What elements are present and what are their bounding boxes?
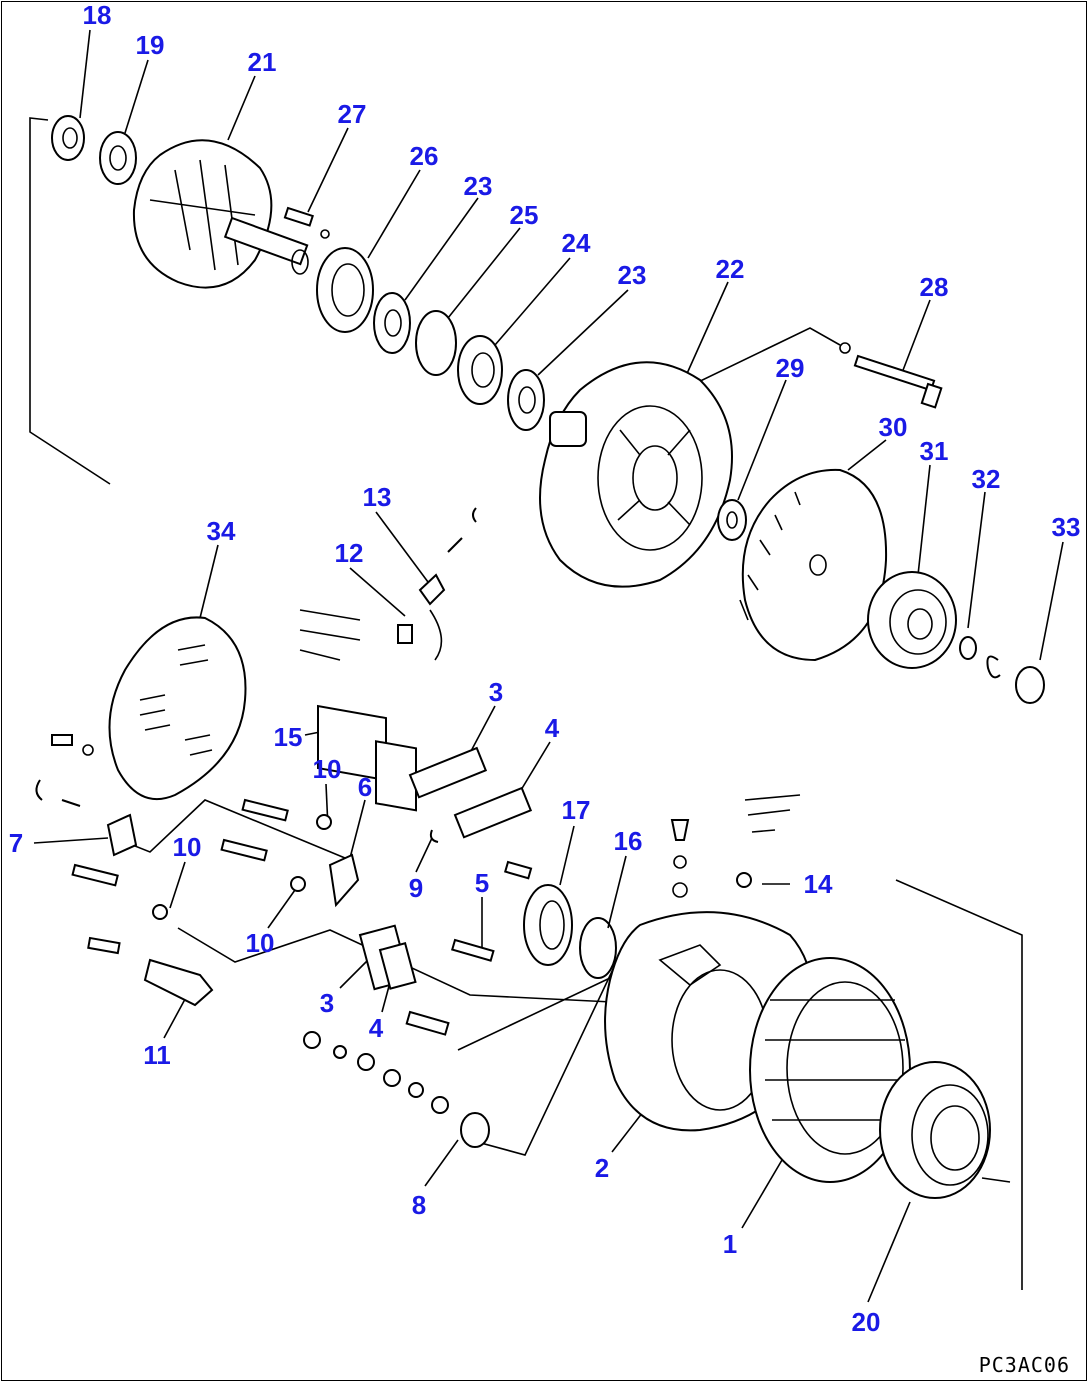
callout-2: 2 (595, 1153, 609, 1183)
callout-10-middle: 10 (173, 832, 202, 862)
part-12-screw (397, 609, 443, 661)
part-19-collar (99, 131, 137, 185)
callout-19: 19 (136, 30, 165, 60)
part-7-clip (35, 779, 138, 857)
part-11-terminal-bolt (87, 936, 214, 1007)
callout-18: 18 (83, 0, 112, 30)
part-21-rotor (132, 139, 309, 289)
part-3-diode-holder-a (408, 746, 488, 799)
callout-20: 20 (852, 1307, 881, 1337)
callout-10-bottom: 10 (246, 928, 275, 958)
callout-34: 34 (207, 516, 236, 546)
callout-28: 28 (920, 272, 949, 302)
drawing-code: PC3AC06 (979, 1353, 1070, 1377)
part-14-bolt-set (670, 794, 801, 898)
callout-21: 21 (248, 47, 277, 77)
callout-23-lower: 23 (618, 260, 647, 290)
callout-4-upper: 4 (545, 713, 560, 743)
part-27-bolt (283, 206, 330, 239)
callout-26: 26 (410, 141, 439, 171)
part-32-spring-washer (986, 655, 1001, 679)
part-32-washer (959, 636, 977, 660)
callout-29: 29 (776, 353, 805, 383)
part-28-bolt (839, 342, 943, 409)
part-20-pulley (879, 1061, 991, 1199)
callout-11: 11 (143, 1040, 171, 1070)
part-24-bearing (457, 335, 503, 405)
part-31-pulley (867, 571, 957, 669)
callout-22: 22 (716, 254, 745, 284)
part-25-o-ring (415, 310, 457, 376)
callouts: 18 19 21 27 26 23 25 24 23 22 28 29 30 3… (9, 0, 1081, 1337)
part-26-bearing (316, 247, 374, 333)
callout-30: 30 (879, 412, 908, 442)
part-8-washer-set (303, 1010, 490, 1148)
part-29-washer (717, 499, 747, 541)
callout-33: 33 (1052, 512, 1081, 542)
part-23-bearing-a (373, 292, 411, 354)
leader-lines (33, 29, 1064, 1303)
callout-1: 1 (723, 1229, 737, 1259)
callout-12: 12 (335, 538, 364, 568)
part-4-diode-holder-a (453, 786, 533, 839)
callout-23-upper: 23 (464, 171, 493, 201)
callout-9: 9 (409, 873, 423, 903)
callout-4-lower: 4 (369, 1013, 384, 1043)
assembly-lines (29, 117, 1023, 1290)
part-15-regulator (299, 609, 417, 812)
callout-17: 17 (562, 795, 591, 825)
callout-24: 24 (562, 228, 591, 258)
callout-8: 8 (412, 1190, 426, 1220)
part-6-bracket (328, 853, 360, 908)
part-18-nut (51, 115, 85, 161)
callout-27: 27 (338, 99, 367, 129)
callout-32: 32 (972, 464, 1001, 494)
part-23-bearing-b (507, 369, 545, 431)
part-34-cover (51, 616, 247, 800)
callout-3-upper: 3 (489, 677, 503, 707)
callout-16: 16 (614, 826, 643, 856)
part-17-seal (504, 860, 573, 966)
callout-7: 7 (9, 828, 23, 858)
callout-15: 15 (274, 722, 303, 752)
callout-25: 25 (510, 200, 539, 230)
part-30-fan (739, 468, 888, 662)
callout-5: 5 (475, 868, 489, 898)
callout-31: 31 (920, 436, 949, 466)
part-22-rear-housing (539, 361, 733, 588)
callout-6: 6 (358, 772, 372, 802)
part-13-terminal (418, 507, 477, 606)
part-5-screw (451, 938, 495, 962)
part-10-screws (71, 798, 332, 920)
part-4-diode-holder-b (378, 942, 417, 990)
callout-13: 13 (363, 482, 392, 512)
part-9-clip (429, 829, 439, 843)
part-16-o-ring (579, 917, 617, 979)
callout-10-top: 10 (313, 754, 342, 784)
part-33-nut (1015, 666, 1045, 704)
callout-3-lower: 3 (320, 988, 334, 1018)
callout-14: 14 (804, 869, 833, 899)
